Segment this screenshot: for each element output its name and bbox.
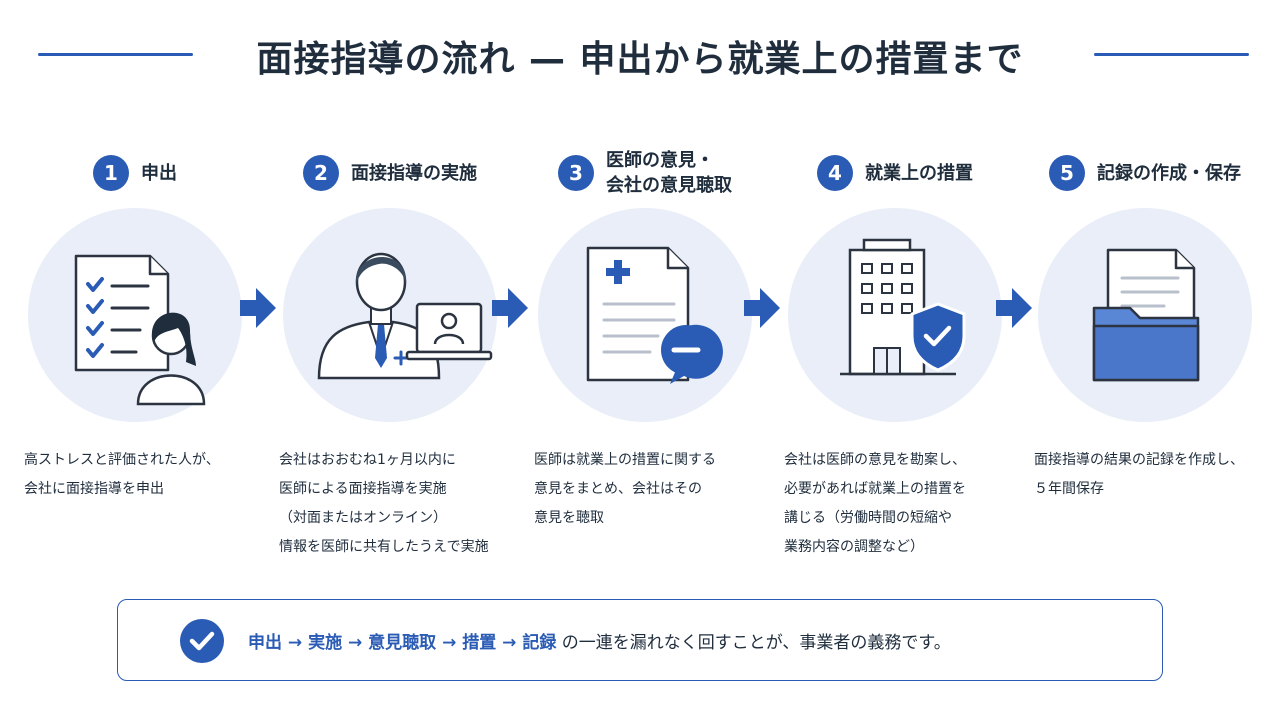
step-number-badge: 4 (817, 155, 853, 191)
step-icon-circle (538, 208, 752, 422)
applicant-checklist-icon (74, 254, 206, 406)
office-building-shield-icon (840, 238, 966, 376)
summary-box: 申出 → 実施 → 意見聴取 → 措置 → 記録 の一連を漏れなく回すことが、事… (117, 599, 1163, 681)
summary-text: 申出 → 実施 → 意見聴取 → 措置 → 記録 の一連を漏れなく回すことが、事… (248, 628, 951, 653)
step-header: 5 記録の作成・保存 (1030, 148, 1260, 198)
step-icon-circle (788, 208, 1002, 422)
step-description: 面接指導の結果の記録を作成し、 ５年間保存 (1034, 452, 1244, 497)
arrow-right-icon (240, 288, 276, 328)
step-description: 会社はおおむね1ヶ月以内に 医師による面接指導を実施 （対面またはオンライン） … (279, 452, 489, 555)
arrow-right-icon (492, 288, 528, 328)
summary-message: の一連を漏れなく回すことが、事業者の義務です。 (556, 633, 951, 653)
step-description: 医師は就業上の措置に関する 意見をまとめ、会社はその 意見を聴取 (534, 452, 716, 526)
step-icon-circle (283, 208, 497, 422)
check-circle-icon (180, 619, 224, 663)
step-1: 1 申出 高ストレスと評価された人が、 (20, 148, 250, 497)
medical-document-icon (586, 246, 723, 384)
step-title: 医師の意見・ 会社の意見聴取 (606, 150, 732, 196)
step-number-badge: 5 (1049, 155, 1085, 191)
step-number-badge: 2 (303, 155, 339, 191)
step-2: 2 面接指導の実施 会社はおおむね1ヶ月以内に 医師による面接指導を実施 （対面… (275, 148, 505, 555)
step-title: 記録の作成・保存 (1097, 162, 1241, 184)
step-icon-circle (1038, 208, 1252, 422)
step-header: 1 申出 (20, 148, 250, 198)
step-title: 申出 (141, 162, 177, 184)
step-header: 3 医師の意見・ 会社の意見聴取 (530, 148, 760, 198)
step-5: 5 記録の作成・保存 面接指導の結果の記録を作成し、 ５年間保存 (1030, 148, 1260, 497)
doctor-online-icon (317, 252, 493, 380)
page-title: 面接指導の流れ — 申出から就業上の措置まで (256, 39, 1024, 80)
step-4: 4 就業上の措置 会社は医師の意見を勘案し、 必要があれば就業上の措置を 講じる… (780, 148, 1010, 555)
step-header: 4 就業上の措置 (780, 148, 1010, 198)
step-number-badge: 1 (93, 155, 129, 191)
summary-flow: 申出 → 実施 → 意見聴取 → 措置 → 記録 (248, 633, 557, 653)
step-description: 高ストレスと評価された人が、 会社に面接指導を申出 (24, 452, 220, 497)
step-icon-circle (28, 208, 242, 422)
arrow-right-icon (744, 288, 780, 328)
step-description: 会社は医師の意見を勘案し、 必要があれば就業上の措置を 講じる（労働時間の短縮や… (784, 452, 966, 555)
step-number-badge: 3 (558, 155, 594, 191)
step-header: 2 面接指導の実施 (275, 148, 505, 198)
step-3: 3 医師の意見・ 会社の意見聴取 医師は就業上の措置に関する 意見をまとめ、会社… (530, 148, 760, 526)
title-rule-left (38, 53, 193, 56)
step-title: 面接指導の実施 (351, 162, 477, 184)
step-title: 就業上の措置 (865, 162, 973, 184)
arrow-right-icon (996, 288, 1032, 328)
document-folder-icon (1092, 248, 1200, 382)
title-rule-right (1094, 53, 1249, 56)
